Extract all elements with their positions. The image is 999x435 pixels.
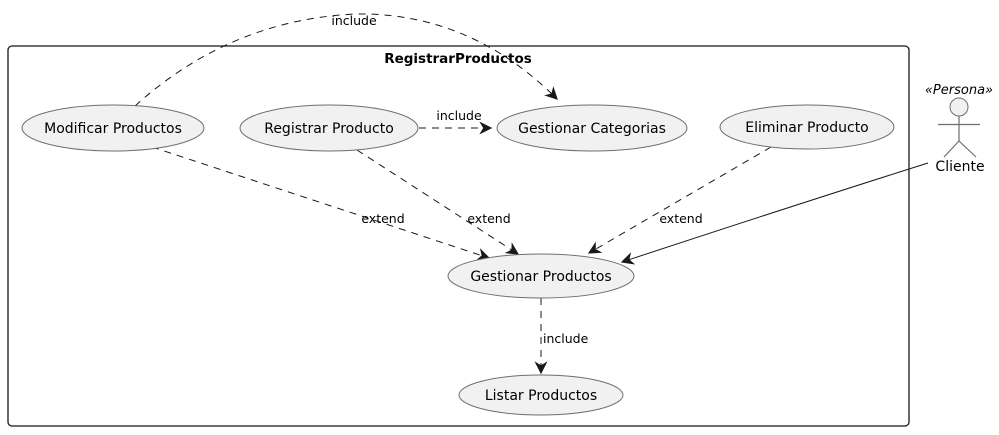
usecase-ellipse [719, 104, 895, 150]
edge-label-extend-left: extend [361, 211, 404, 226]
usecase-gestionar-productos: Gestionar Productos [447, 253, 635, 299]
edge-extend-eliminar-to-gestionar [587, 146, 772, 254]
edge-association-cliente-to-gestionar [620, 162, 929, 265]
usecase-ellipse [239, 104, 419, 152]
actor-name: Cliente [935, 159, 984, 175]
usecase-label: Gestionar Productos [470, 269, 611, 285]
edge-label-include-mid: include [436, 108, 482, 123]
edge-label-extend-right: extend [659, 211, 702, 226]
usecase-listar-productos: Listar Productos [458, 374, 624, 416]
actor-left-leg-icon [943, 140, 960, 158]
edge-labels: include include extend extend extend inc… [331, 13, 702, 346]
edge-label-include-top: include [331, 13, 377, 28]
usecase-modificar-productos: Modificar Productos [21, 104, 205, 152]
actor-right-leg-icon [958, 140, 977, 158]
edge-include-modificar-to-categorias [134, 13, 558, 107]
edge-label-extend-center: extend [467, 211, 510, 226]
usecase-ellipse [447, 253, 635, 299]
usecase-gestionar-categorias: Gestionar Categorias [496, 104, 688, 152]
usecase-eliminar-producto: Eliminar Producto [719, 104, 895, 150]
usecase-registrar-producto: Registrar Producto [239, 104, 419, 152]
usecase-label: Gestionar Categorias [518, 121, 666, 137]
actor-head-icon [949, 97, 969, 117]
usecase-ellipse [458, 374, 624, 416]
usecase-label: Modificar Productos [44, 121, 182, 137]
actor-cliente: «Persona» Cliente [925, 83, 993, 175]
usecase-ellipse [496, 104, 688, 152]
frame-title: RegistrarProductos [384, 51, 532, 67]
usecase-label: Listar Productos [485, 388, 597, 404]
system-frame [7, 45, 910, 427]
usecase-ellipse [21, 104, 205, 152]
usecase-label: Eliminar Producto [745, 120, 869, 136]
edges [134, 13, 929, 375]
edge-extend-registrar-to-gestionar [356, 149, 520, 255]
edge-label-include-bottom: include [543, 331, 589, 346]
actor-stereotype: «Persona» [925, 83, 993, 98]
usecase-label: Registrar Producto [264, 121, 394, 137]
